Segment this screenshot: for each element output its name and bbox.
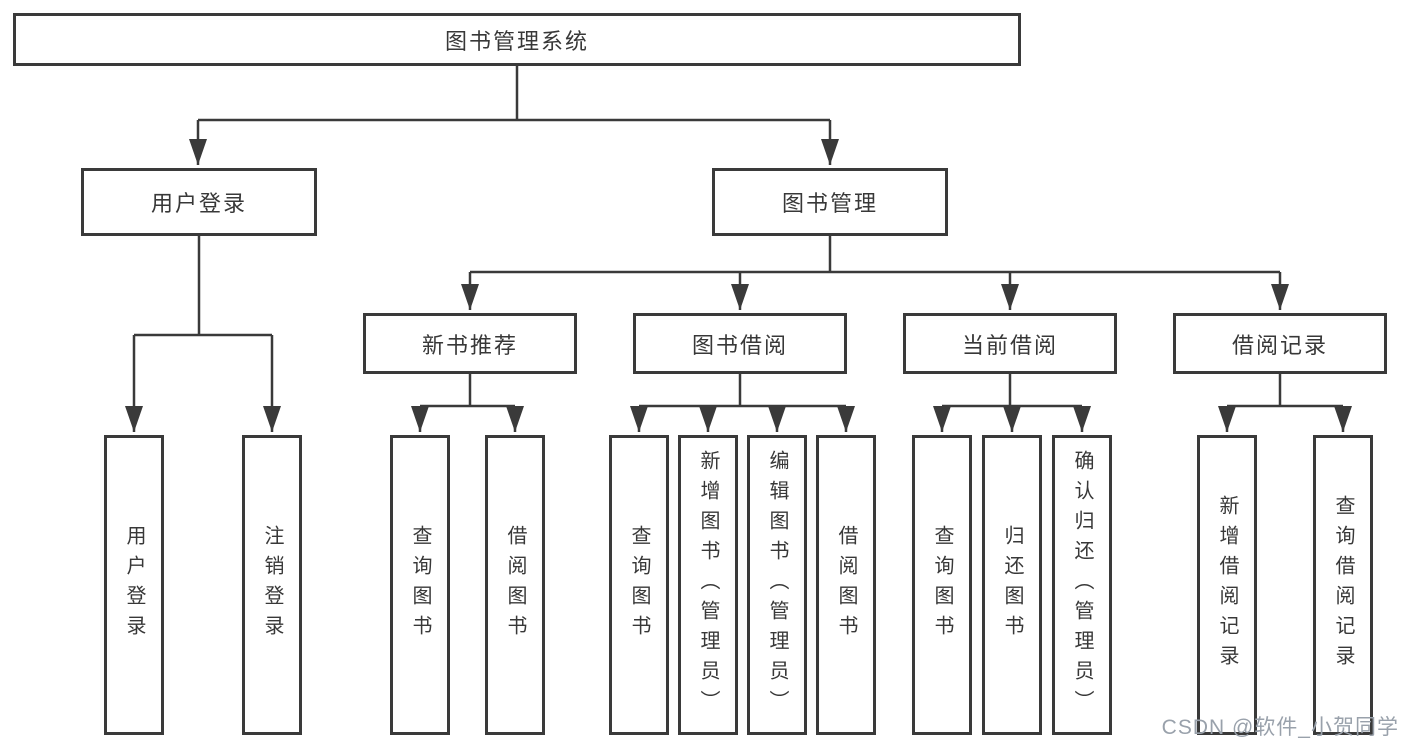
node-root-label: 图书管理系统 <box>444 28 589 54</box>
node-book-borrow: 图书借阅 <box>633 313 847 374</box>
leaf-confirm-return-admin-label: 确认归还（管理员） <box>1071 450 1093 720</box>
node-borrow-records: 借阅记录 <box>1173 313 1387 374</box>
leaf-add-book-admin-label: 新增图书（管理员） <box>697 450 719 720</box>
leaf-query-books-1: 查询图书 <box>390 435 450 735</box>
leaf-query-borrow-record-label: 查询借阅记录 <box>1332 495 1354 675</box>
leaf-query-books-2: 查询图书 <box>609 435 669 735</box>
leaf-logout: 注销登录 <box>242 435 302 735</box>
leaf-return-books: 归还图书 <box>982 435 1042 735</box>
node-user-login: 用户登录 <box>81 168 317 236</box>
node-current-borrow-label: 当前借阅 <box>961 332 1058 358</box>
node-new-book-recommend-label: 新书推荐 <box>421 332 518 358</box>
node-root: 图书管理系统 <box>13 13 1021 66</box>
leaf-return-books-label: 归还图书 <box>1001 525 1023 645</box>
leaf-edit-book-admin-label: 编辑图书（管理员） <box>766 450 788 720</box>
leaf-logout-label: 注销登录 <box>261 525 283 645</box>
leaf-query-books-2-label: 查询图书 <box>628 525 650 645</box>
node-current-borrow: 当前借阅 <box>903 313 1117 374</box>
leaf-borrow-books-2: 借阅图书 <box>816 435 876 735</box>
leaf-add-borrow-record-label: 新增借阅记录 <box>1216 495 1238 675</box>
leaf-confirm-return-admin: 确认归还（管理员） <box>1052 435 1112 735</box>
leaf-user-login: 用户登录 <box>104 435 164 735</box>
node-borrow-records-label: 借阅记录 <box>1231 332 1328 358</box>
leaf-borrow-books-1: 借阅图书 <box>485 435 545 735</box>
node-book-borrow-label: 图书借阅 <box>691 332 788 358</box>
leaf-add-borrow-record: 新增借阅记录 <box>1197 435 1257 735</box>
node-new-book-recommend: 新书推荐 <box>363 313 577 374</box>
leaf-query-books-1-label: 查询图书 <box>409 525 431 645</box>
leaf-query-borrow-record: 查询借阅记录 <box>1313 435 1373 735</box>
node-book-management: 图书管理 <box>712 168 948 236</box>
leaf-query-books-3-label: 查询图书 <box>931 525 953 645</box>
leaf-borrow-books-1-label: 借阅图书 <box>504 525 526 645</box>
leaf-edit-book-admin: 编辑图书（管理员） <box>747 435 807 735</box>
node-user-login-label: 用户登录 <box>150 191 247 216</box>
node-book-management-label: 图书管理 <box>781 191 878 216</box>
leaf-user-login-label: 用户登录 <box>123 525 145 645</box>
leaf-add-book-admin: 新增图书（管理员） <box>678 435 738 735</box>
watermark-text: CSDN @软件_小贺同学 <box>1161 716 1399 739</box>
leaf-borrow-books-2-label: 借阅图书 <box>835 525 857 645</box>
leaf-query-books-3: 查询图书 <box>912 435 972 735</box>
